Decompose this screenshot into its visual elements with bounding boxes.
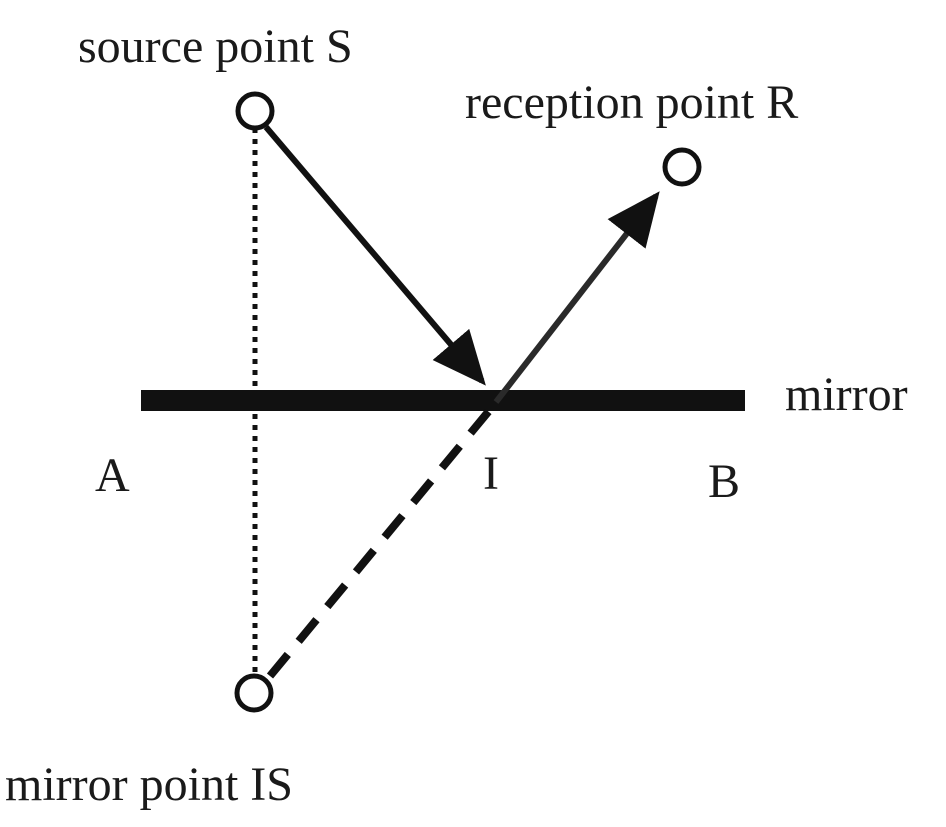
incident-ray-arrow [263,125,486,386]
virtual-ray-dashed-line [266,403,497,679]
source-point-label: source point S [78,20,353,73]
reflected-ray-arrow [493,191,660,404]
mirror-line [141,390,745,411]
incidence-point-label: I [483,447,499,500]
source-point-S-marker [235,91,275,131]
end-a-label: A [95,449,130,502]
mirror-point-IS-marker [234,673,274,713]
reception-point-R-marker [662,147,702,187]
mirror-point-label: mirror point IS [5,758,293,811]
end-b-label: B [708,455,740,508]
mirror-label: mirror [785,368,908,421]
reception-point-label: reception point R [465,76,798,129]
